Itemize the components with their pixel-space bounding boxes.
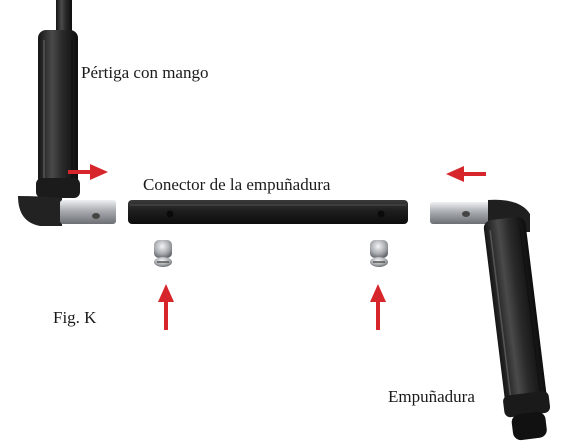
grip-handle: [430, 199, 551, 441]
screw-left: [154, 240, 172, 267]
connector-hole-right: [377, 210, 385, 218]
label-grip: Empuñadura: [388, 387, 475, 406]
label-pole-with-handle: Pértiga con mango: [81, 63, 209, 82]
screw-right: [370, 240, 388, 267]
figure-label: Fig. K: [53, 308, 97, 327]
grip-metal-pin: [430, 202, 494, 224]
arrow-up-left-icon: [158, 284, 174, 330]
arrow-up-right-icon: [370, 284, 386, 330]
pole-with-handle: [18, 0, 116, 226]
pole-metal-pin: [60, 200, 116, 224]
arrow-left-icon: [446, 166, 486, 182]
grip-connector: [128, 200, 408, 224]
connector-hole-left: [166, 210, 174, 218]
label-grip-connector: Conector de la empuñadura: [143, 175, 331, 194]
arrow-right-icon: [68, 164, 108, 180]
pole-handle-grip: [38, 30, 78, 198]
